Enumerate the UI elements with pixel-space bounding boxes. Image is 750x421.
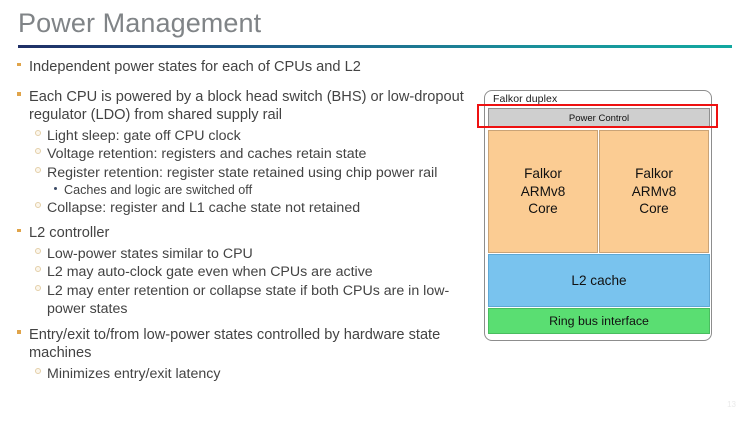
core-right-line3: Core	[639, 201, 669, 217]
spacer	[16, 79, 471, 88]
bullet-level1: Each CPU is powered by a block head swit…	[16, 88, 471, 125]
bullet-text: Register retention: register state retai…	[47, 164, 438, 181]
falkor-core-left-block: Falkor ARMv8 Core	[488, 130, 598, 253]
bullet-marker-level2	[34, 282, 47, 300]
bullet-marker-level2	[34, 245, 47, 263]
core-right-line1: Falkor	[635, 166, 673, 182]
bullet-level2: Minimizes entry/exit latency	[16, 365, 471, 383]
falkor-core-right-block: Falkor ARMv8 Core	[599, 130, 709, 253]
page-title: Power Management	[18, 8, 262, 38]
bullet-marker-level1	[16, 57, 29, 76]
bullet-marker-level2	[34, 127, 47, 145]
bullet-text: Minimizes entry/exit latency	[47, 365, 221, 382]
bullet-level2: Light sleep: gate off CPU clock	[16, 127, 471, 145]
core-right-line2: ARMv8	[631, 183, 677, 199]
bullet-text: Low-power states similar to CPU	[47, 246, 253, 262]
bullet-text: L2 controller	[29, 225, 110, 242]
diagram-title-label: Falkor duplex	[493, 93, 558, 105]
bullet-text: Voltage retention: registers and caches …	[47, 146, 367, 163]
bullet-marker-level1	[16, 87, 29, 106]
bullet-level1: Independent power states for each of CPU…	[16, 58, 471, 77]
bullet-marker-level2	[34, 164, 47, 182]
bullet-level2: Voltage retention: registers and caches …	[16, 145, 471, 163]
bullet-text: Light sleep: gate off CPU clock	[47, 127, 241, 144]
core-left-line1: Falkor	[524, 166, 562, 182]
l2-cache-block: L2 cache	[488, 254, 710, 307]
core-left-line2: ARMv8	[520, 183, 566, 199]
bullet-marker-level1	[16, 223, 29, 242]
bullet-level2: L2 may enter retention or collapse state…	[16, 282, 471, 319]
ring-bus-interface-block: Ring bus interface	[488, 308, 710, 334]
bullet-text: Each CPU is powered by a block head swit…	[29, 88, 464, 124]
bullet-level2: Low-power states similar to CPU	[16, 245, 471, 263]
page-number: 13	[727, 400, 736, 409]
bullet-level2: Register retention: register state retai…	[16, 164, 471, 182]
bullet-text: Entry/exit to/from low-power states cont…	[29, 326, 441, 362]
bullet-level3: Caches and logic are switched off	[16, 182, 471, 199]
spacer	[16, 319, 471, 326]
bullet-text: Caches and logic are switched off	[64, 183, 253, 197]
falkor-duplex-diagram: Falkor duplex Power Control Falkor ARMv8…	[484, 90, 712, 341]
bullet-text: Independent power states for each of CPU…	[29, 59, 361, 75]
bullet-text: L2 may enter retention or collapse state…	[47, 282, 450, 318]
bullet-level1: L2 controller	[16, 224, 471, 243]
bullet-level2: Collapse: register and L1 cache state no…	[16, 199, 471, 217]
title-divider-rule	[18, 45, 732, 48]
spacer	[16, 217, 471, 224]
bullet-level2: L2 may auto-clock gate even when CPUs ar…	[16, 263, 471, 281]
power-control-block: Power Control	[488, 108, 710, 128]
bullet-marker-level1	[16, 325, 29, 344]
bullet-marker-level2	[34, 199, 47, 217]
bullet-marker-level2	[34, 365, 47, 383]
bullet-marker-level2	[34, 263, 47, 281]
bullet-marker-level3	[53, 182, 64, 199]
bullet-marker-level2	[34, 145, 47, 163]
bullet-text: Collapse: register and L1 cache state no…	[47, 200, 361, 216]
bullet-text: L2 may auto-clock gate even when CPUs ar…	[47, 264, 373, 281]
bullet-list: Independent power states for each of CPU…	[16, 58, 471, 383]
bullet-level1: Entry/exit to/from low-power states cont…	[16, 326, 471, 363]
core-left-line3: Core	[528, 201, 558, 217]
